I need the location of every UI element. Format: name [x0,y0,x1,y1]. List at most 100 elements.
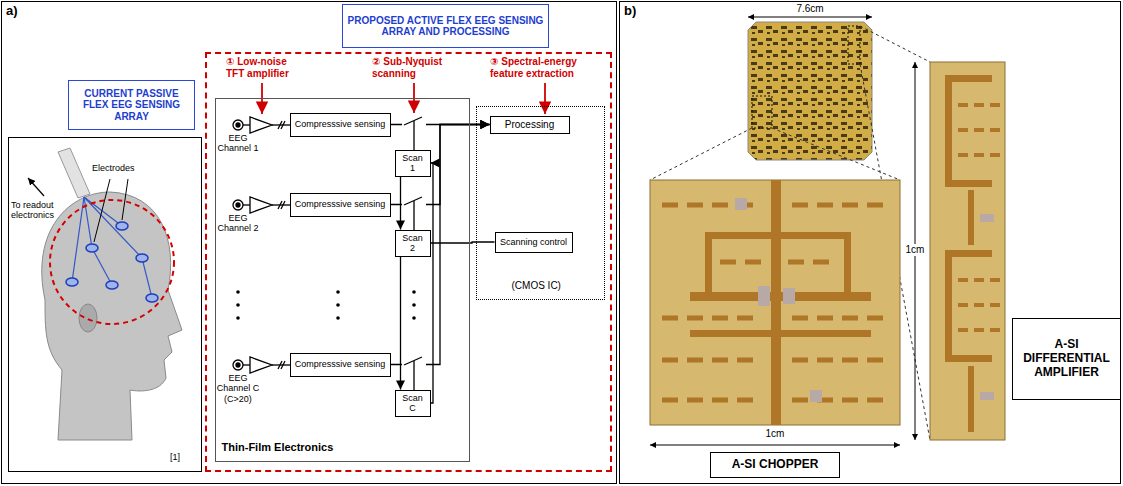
channel-label: EEG Channel C (C>20) [216,373,260,404]
dimension-label: 1cm [755,428,795,440]
electrode [146,294,158,302]
scan-box: Scan 2 [395,230,431,257]
zoom-leader [650,128,752,180]
signal-connector [431,163,434,403]
pad [980,392,994,400]
dot [412,316,416,320]
dot [336,290,340,294]
electrodes [66,222,158,302]
electrode-symbol [233,120,243,130]
electrode [116,222,128,230]
dot [412,290,416,294]
panel-label: b) [624,4,636,19]
channel-c-frontend [233,357,290,373]
finger-row [792,358,890,363]
pad [735,198,747,210]
title-box: CURRENT PASSIVE FLEX EEG SENSING ARRAY [68,80,195,130]
switch-c [402,357,426,390]
panel-label: a) [6,4,18,19]
bus-slash [281,361,285,369]
scan-text: Scan C [400,393,426,414]
cable-label: To readout electronics [11,200,63,221]
wire [243,124,250,125]
finger-row [662,358,762,363]
process-box: Compresssive sensing [290,193,391,217]
trace [705,232,771,239]
switch-2 [402,197,426,230]
callout-label: ③ Spectral-energy feature extraction [490,56,602,79]
zoom-leader [772,128,900,180]
head-ear [79,304,97,332]
zoom-leader [860,26,930,62]
process-text: Processing [505,119,554,131]
trace [945,250,992,362]
signal-connector [391,125,490,365]
reference-number: [1] [170,452,180,462]
pad [758,286,770,306]
process-text: Compresssive sensing [295,199,386,209]
ellipsis-dots [236,290,416,320]
electrode-leader [122,179,128,220]
amplifier-symbol [250,197,272,213]
switch-control [413,121,414,150]
scan-text: Scan 2 [400,233,426,254]
switch-1 [402,117,426,150]
trace [690,330,771,337]
electrode-symbol [233,200,243,210]
electrode-dot [236,123,240,127]
electrode-dot [236,203,240,207]
amplifier-symbol [250,117,272,133]
scan-box: Scan C [395,390,431,417]
dot [236,290,240,294]
signal-connector [400,177,401,230]
finger-row [662,316,762,321]
process-box: Compresssive sensing [290,353,391,377]
finger-row [958,328,1000,332]
title-box: PROPOSED ACTIVE FLEX EEG SENSING ARRAY A… [342,4,549,48]
chopper-traces [690,180,871,425]
electrode-label: Electrodes [92,163,152,173]
switch-blade [404,357,422,365]
electrode [106,281,118,289]
electrode-symbol [233,360,243,370]
caption-text: A-SI DIFFERENTIAL AMPLIFIER [1018,338,1116,379]
amplifier-fingers [958,105,1000,330]
pad [810,390,822,402]
dimension-label: 1cm [904,244,926,256]
finger-row [792,398,890,403]
process-text: Compresssive sensing [295,119,386,129]
process-text: Compresssive sensing [295,359,386,369]
wire [272,124,290,125]
array-highlight-circle [50,200,174,324]
panel-frame: b)A-SI CHOPPERA-SI DIFFERENTIAL AMPLIFIE… [619,1,1121,484]
scan-text: Scan 1 [400,153,426,174]
signal-connector [431,242,495,243]
finger-row [958,303,1000,307]
head-figure [42,192,182,440]
chopper-pads [735,198,822,402]
trace [771,180,781,425]
cmos-region: (CMOS IC)ProcessingScanning control [476,106,605,300]
finger-row [792,203,890,208]
switch-control [413,201,414,230]
flex-trace [142,258,152,298]
trace [781,330,871,337]
callout-arrow [544,83,546,114]
passive-array-panel: To readout electronics Electrodes [1] [8,137,202,472]
electrode-dot [236,363,240,367]
dot [336,316,340,320]
dimension-line [748,17,872,18]
title-text: CURRENT PASSIVE FLEX EEG SENSING ARRAY [74,88,190,123]
trace [945,75,992,187]
trace [968,190,974,245]
title-text: PROPOSED ACTIVE FLEX EEG SENSING ARRAY A… [348,15,544,38]
flex-traces [72,197,152,298]
wire [272,364,290,365]
signal-connector [400,257,401,390]
panel-frame: a) CURRENT PASSIVE FLEX EEG SENSING ARRAY… [1,1,617,484]
trace [844,232,851,292]
region-label: (CMOS IC) [512,280,561,292]
callout-label: ② Sub-Nyquist scanning [372,56,458,79]
chopper-photo [650,180,900,425]
caption-box: A-SI DIFFERENTIAL AMPLIFIER [1012,318,1121,400]
